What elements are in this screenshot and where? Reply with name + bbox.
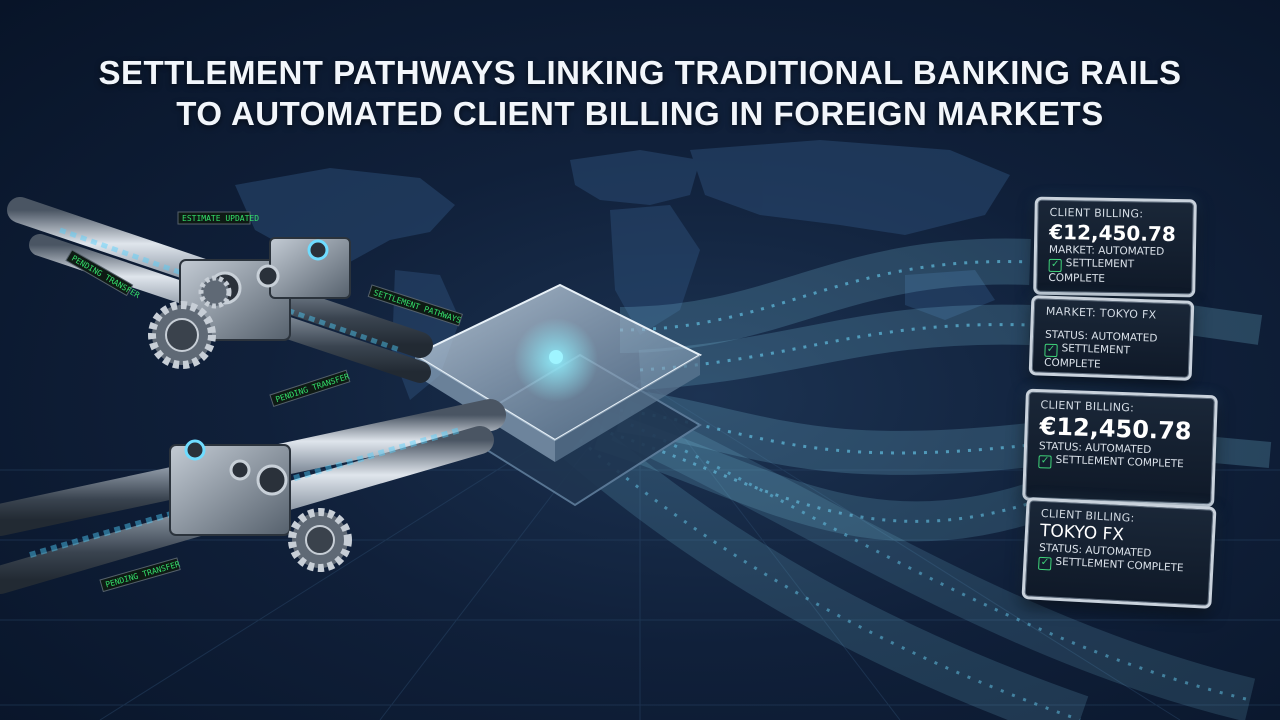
pipe-label: PENDING TRANSFER (104, 560, 181, 590)
check-icon: ✓ (1038, 455, 1052, 469)
card-value: €12,450.78 (1049, 219, 1176, 247)
check-icon: ✓ (1044, 343, 1058, 358)
pipe-label: PENDING TRANSFER (274, 372, 350, 404)
billing-card: CLIENT BILLING: €12,450.78 MARKET: AUTOM… (1033, 196, 1197, 298)
card-label: MARKET: TOKYO FX (1045, 304, 1157, 322)
page-title: SETTLEMENT PATHWAYS LINKING TRADITIONAL … (0, 52, 1280, 134)
check-icon: ✓ (1038, 556, 1052, 571)
settlement-hub (412, 283, 703, 507)
billing-card: CLIENT BILLING: €12,450.78 STATUS: AUTOM… (1022, 388, 1218, 508)
billing-card: CLIENT BILLING: TOKYO FX STATUS: AUTOMAT… (1021, 497, 1217, 609)
title-line-2: TO AUTOMATED CLIENT BILLING IN FOREIGN M… (176, 95, 1104, 132)
check-icon: ✓ (1048, 258, 1062, 273)
title-line-1: SETTLEMENT PATHWAYS LINKING TRADITIONAL … (98, 54, 1182, 91)
pipe-label: ESTIMATE UPDATED (182, 214, 259, 223)
market-card: MARKET: TOKYO FX STATUS: AUTOMATED ✓SETT… (1028, 295, 1195, 381)
gear-icon (148, 275, 352, 572)
settlement-flows (563, 238, 1272, 720)
